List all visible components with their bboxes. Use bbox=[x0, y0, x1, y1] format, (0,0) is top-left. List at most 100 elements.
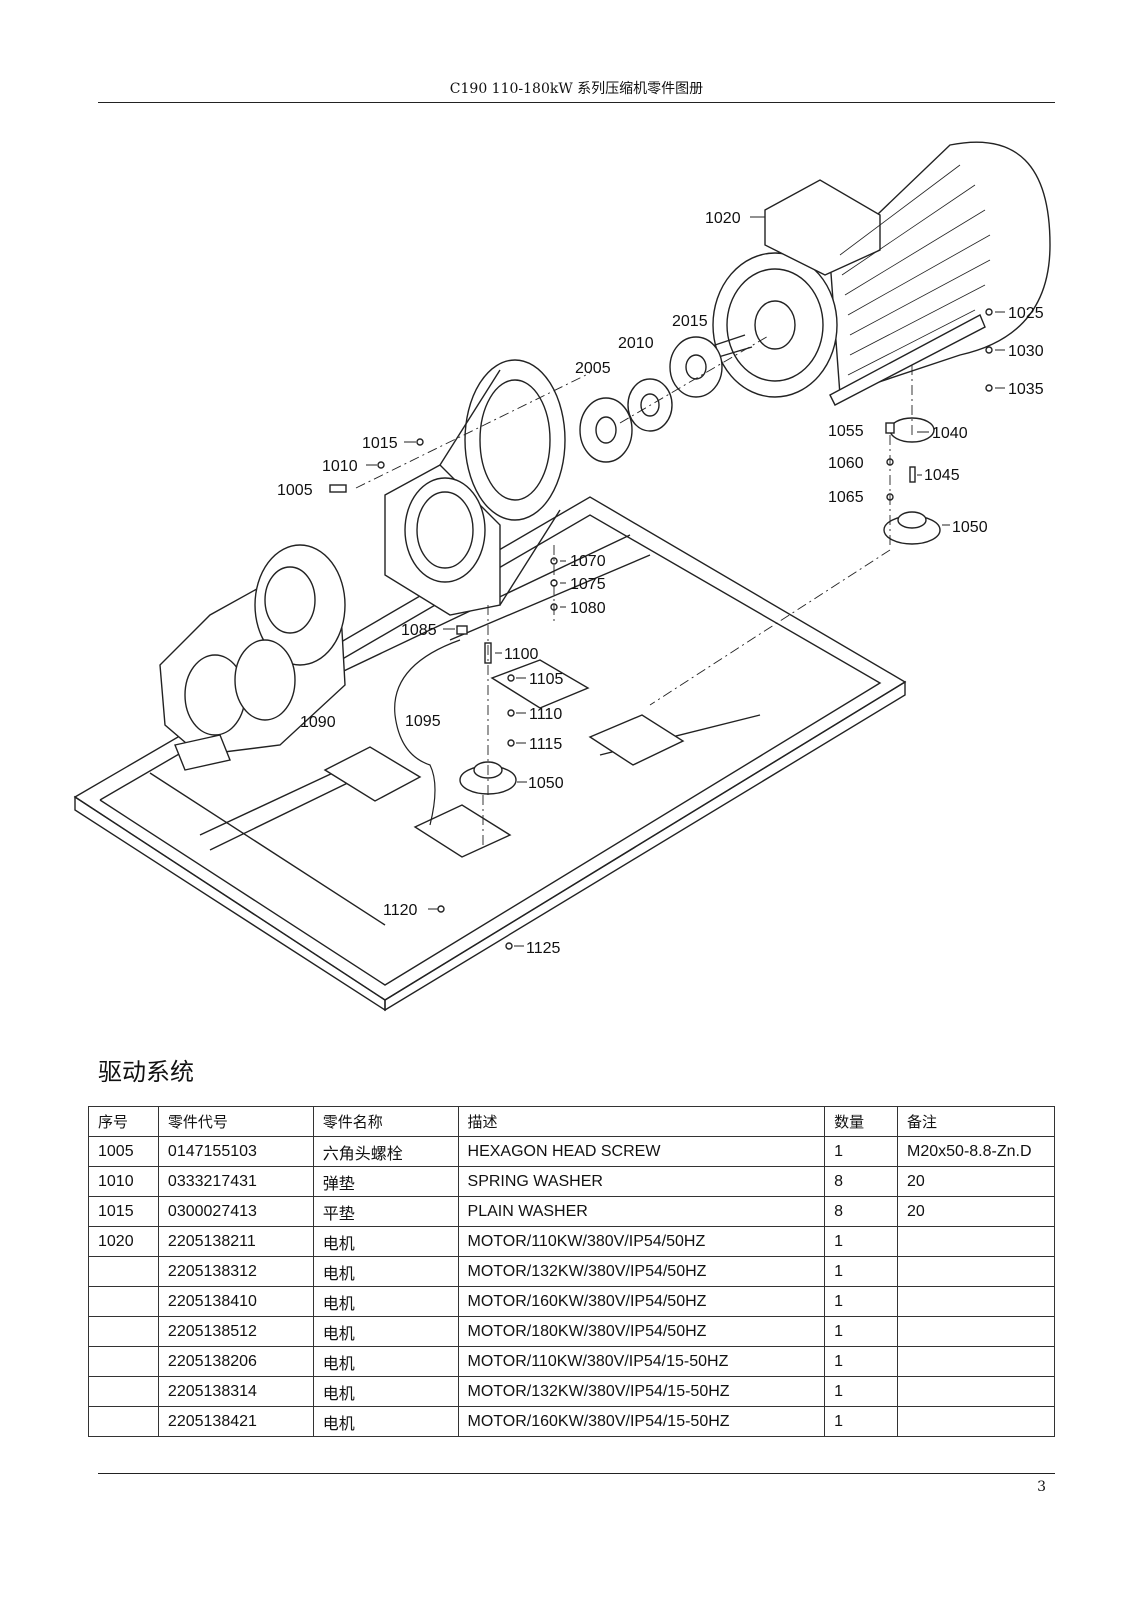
cell-description: MOTOR/180KW/380V/IP54/50HZ bbox=[457, 1316, 826, 1347]
cell-quantity: 1 bbox=[824, 1406, 899, 1437]
cell-part-code: 2205138421 bbox=[157, 1406, 314, 1437]
col-header-quantity: 数量 bbox=[824, 1106, 899, 1137]
cell-index: 1010 bbox=[88, 1166, 159, 1197]
cell-index bbox=[88, 1376, 159, 1407]
cell-part-name: 电机 bbox=[312, 1256, 459, 1287]
parts-table: 序号 零件代号 零件名称 描述 数量 备注 1005 0147155103 六角… bbox=[88, 1106, 1055, 1437]
exploded-parts-diagram: 1020 1025 1030 1035 2015 2010 2005 1040 … bbox=[0, 105, 1131, 1040]
cell-part-name: 弹垫 bbox=[312, 1166, 459, 1197]
col-header-part-name: 零件名称 bbox=[312, 1106, 459, 1137]
col-header-part-code: 零件代号 bbox=[157, 1106, 314, 1137]
motor-fins bbox=[839, 164, 991, 376]
callout-label: 1030 bbox=[1008, 343, 1044, 360]
callout-label: 2015 bbox=[672, 313, 708, 330]
mounting-pads bbox=[323, 659, 685, 858]
callout-label: 1075 bbox=[570, 576, 606, 593]
cell-index bbox=[88, 1286, 159, 1317]
callout-label: 1115 bbox=[529, 736, 562, 753]
cell-index: 1015 bbox=[88, 1196, 159, 1227]
table-row: 2205138512 电机 MOTOR/180KW/380V/IP54/50HZ… bbox=[88, 1316, 1055, 1347]
callout-label: 1085 bbox=[401, 622, 437, 639]
callout-label: 1025 bbox=[1008, 305, 1044, 322]
callout-label: 2005 bbox=[575, 360, 611, 377]
callout-label: 1005 bbox=[277, 482, 313, 499]
table-header-row: 序号 零件代号 零件名称 描述 数量 备注 bbox=[88, 1106, 1055, 1137]
table-row: 1020 2205138211 电机 MOTOR/110KW/380V/IP54… bbox=[88, 1226, 1055, 1257]
callout-labels: 1020 1025 1030 1035 2015 2010 2005 1040 … bbox=[277, 210, 1044, 957]
cell-description: MOTOR/160KW/380V/IP54/15-50HZ bbox=[457, 1406, 826, 1437]
hose bbox=[394, 639, 461, 826]
cell-description: SPRING WASHER bbox=[457, 1166, 826, 1197]
callout-label: 1110 bbox=[529, 706, 562, 723]
callout-label: 1065 bbox=[828, 489, 864, 506]
cell-part-name: 电机 bbox=[312, 1406, 459, 1437]
table-row: 1005 0147155103 六角头螺栓 HEXAGON HEAD SCREW… bbox=[88, 1136, 1055, 1167]
callout-label: 1080 bbox=[570, 600, 606, 617]
table-row: 2205138410 电机 MOTOR/160KW/380V/IP54/50HZ… bbox=[88, 1286, 1055, 1317]
cell-index: 1005 bbox=[88, 1136, 159, 1167]
cell-quantity: 1 bbox=[824, 1376, 899, 1407]
table-row: 1010 0333217431 弹垫 SPRING WASHER 8 20 bbox=[88, 1166, 1055, 1197]
cell-part-code: 2205138314 bbox=[157, 1376, 314, 1407]
col-header-description: 描述 bbox=[457, 1106, 826, 1137]
motor bbox=[699, 141, 1051, 406]
document-title: C190 110-180kW 系列压缩机零件图册 bbox=[449, 81, 704, 97]
callout-label: 1050 bbox=[528, 775, 564, 792]
cell-part-name: 电机 bbox=[312, 1376, 459, 1407]
bell-housing bbox=[384, 359, 566, 616]
diagram-svg: 1020 1025 1030 1035 2015 2010 2005 1040 … bbox=[73, 141, 1051, 1012]
cell-remarks bbox=[897, 1256, 1055, 1287]
compressor-airend bbox=[159, 544, 346, 771]
cell-part-name: 电机 bbox=[312, 1226, 459, 1257]
col-header-remarks: 备注 bbox=[897, 1106, 1055, 1137]
cell-index: 1020 bbox=[88, 1226, 159, 1257]
cell-part-code: 2205138512 bbox=[157, 1316, 314, 1347]
callout-label: 1045 bbox=[924, 467, 960, 484]
cell-description: MOTOR/132KW/380V/IP54/15-50HZ bbox=[457, 1376, 826, 1407]
leader-lines bbox=[366, 216, 1005, 947]
page-number: 3 bbox=[1037, 1479, 1046, 1495]
callout-label: 1100 bbox=[504, 646, 539, 663]
cell-part-code: 0147155103 bbox=[157, 1136, 314, 1167]
cell-part-code: 0300027413 bbox=[157, 1196, 314, 1227]
cell-remarks bbox=[897, 1346, 1055, 1377]
callout-label: 1120 bbox=[383, 902, 418, 919]
coupling bbox=[579, 336, 723, 463]
cell-remarks: 20 bbox=[897, 1166, 1055, 1197]
page-header: C190 110-180kW 系列压缩机零件图册 bbox=[98, 80, 1055, 103]
callout-label: 1010 bbox=[322, 458, 358, 475]
callout-label: 1070 bbox=[570, 553, 606, 570]
cell-quantity: 1 bbox=[824, 1346, 899, 1377]
cell-index bbox=[88, 1256, 159, 1287]
table-row: 2205138314 电机 MOTOR/132KW/380V/IP54/15-5… bbox=[88, 1376, 1055, 1407]
table-row: 1015 0300027413 平垫 PLAIN WASHER 8 20 bbox=[88, 1196, 1055, 1227]
cell-remarks: M20x50-8.8-Zn.D bbox=[897, 1136, 1055, 1167]
cell-description: MOTOR/160KW/380V/IP54/50HZ bbox=[457, 1286, 826, 1317]
cell-quantity: 1 bbox=[824, 1226, 899, 1257]
cell-quantity: 1 bbox=[824, 1286, 899, 1317]
callout-label: 1105 bbox=[529, 671, 564, 688]
cell-remarks bbox=[897, 1406, 1055, 1437]
cell-part-name: 六角头螺栓 bbox=[312, 1136, 459, 1167]
cell-part-code: 2205138206 bbox=[157, 1346, 314, 1377]
cell-index bbox=[88, 1406, 159, 1437]
col-header-index: 序号 bbox=[88, 1106, 159, 1137]
callout-label: 1040 bbox=[932, 425, 968, 442]
callout-label: 2010 bbox=[618, 335, 654, 352]
center-lines bbox=[355, 334, 913, 845]
cell-index bbox=[88, 1316, 159, 1347]
cell-remarks bbox=[897, 1286, 1055, 1317]
callout-label: 1020 bbox=[705, 210, 741, 227]
cell-description: MOTOR/132KW/380V/IP54/50HZ bbox=[457, 1256, 826, 1287]
page-footer-rule bbox=[98, 1473, 1055, 1474]
callout-label: 1125 bbox=[526, 940, 561, 957]
callout-label: 1090 bbox=[300, 714, 336, 731]
cell-description: MOTOR/110KW/380V/IP54/50HZ bbox=[457, 1226, 826, 1257]
cell-part-name: 电机 bbox=[312, 1346, 459, 1377]
cell-remarks: 20 bbox=[897, 1196, 1055, 1227]
callout-label: 1055 bbox=[828, 423, 864, 440]
section-title: 驱动系统 bbox=[98, 1058, 194, 1086]
table-row: 2205138206 电机 MOTOR/110KW/380V/IP54/15-5… bbox=[88, 1346, 1055, 1377]
callout-label: 1095 bbox=[405, 713, 441, 730]
cell-part-code: 0333217431 bbox=[157, 1166, 314, 1197]
